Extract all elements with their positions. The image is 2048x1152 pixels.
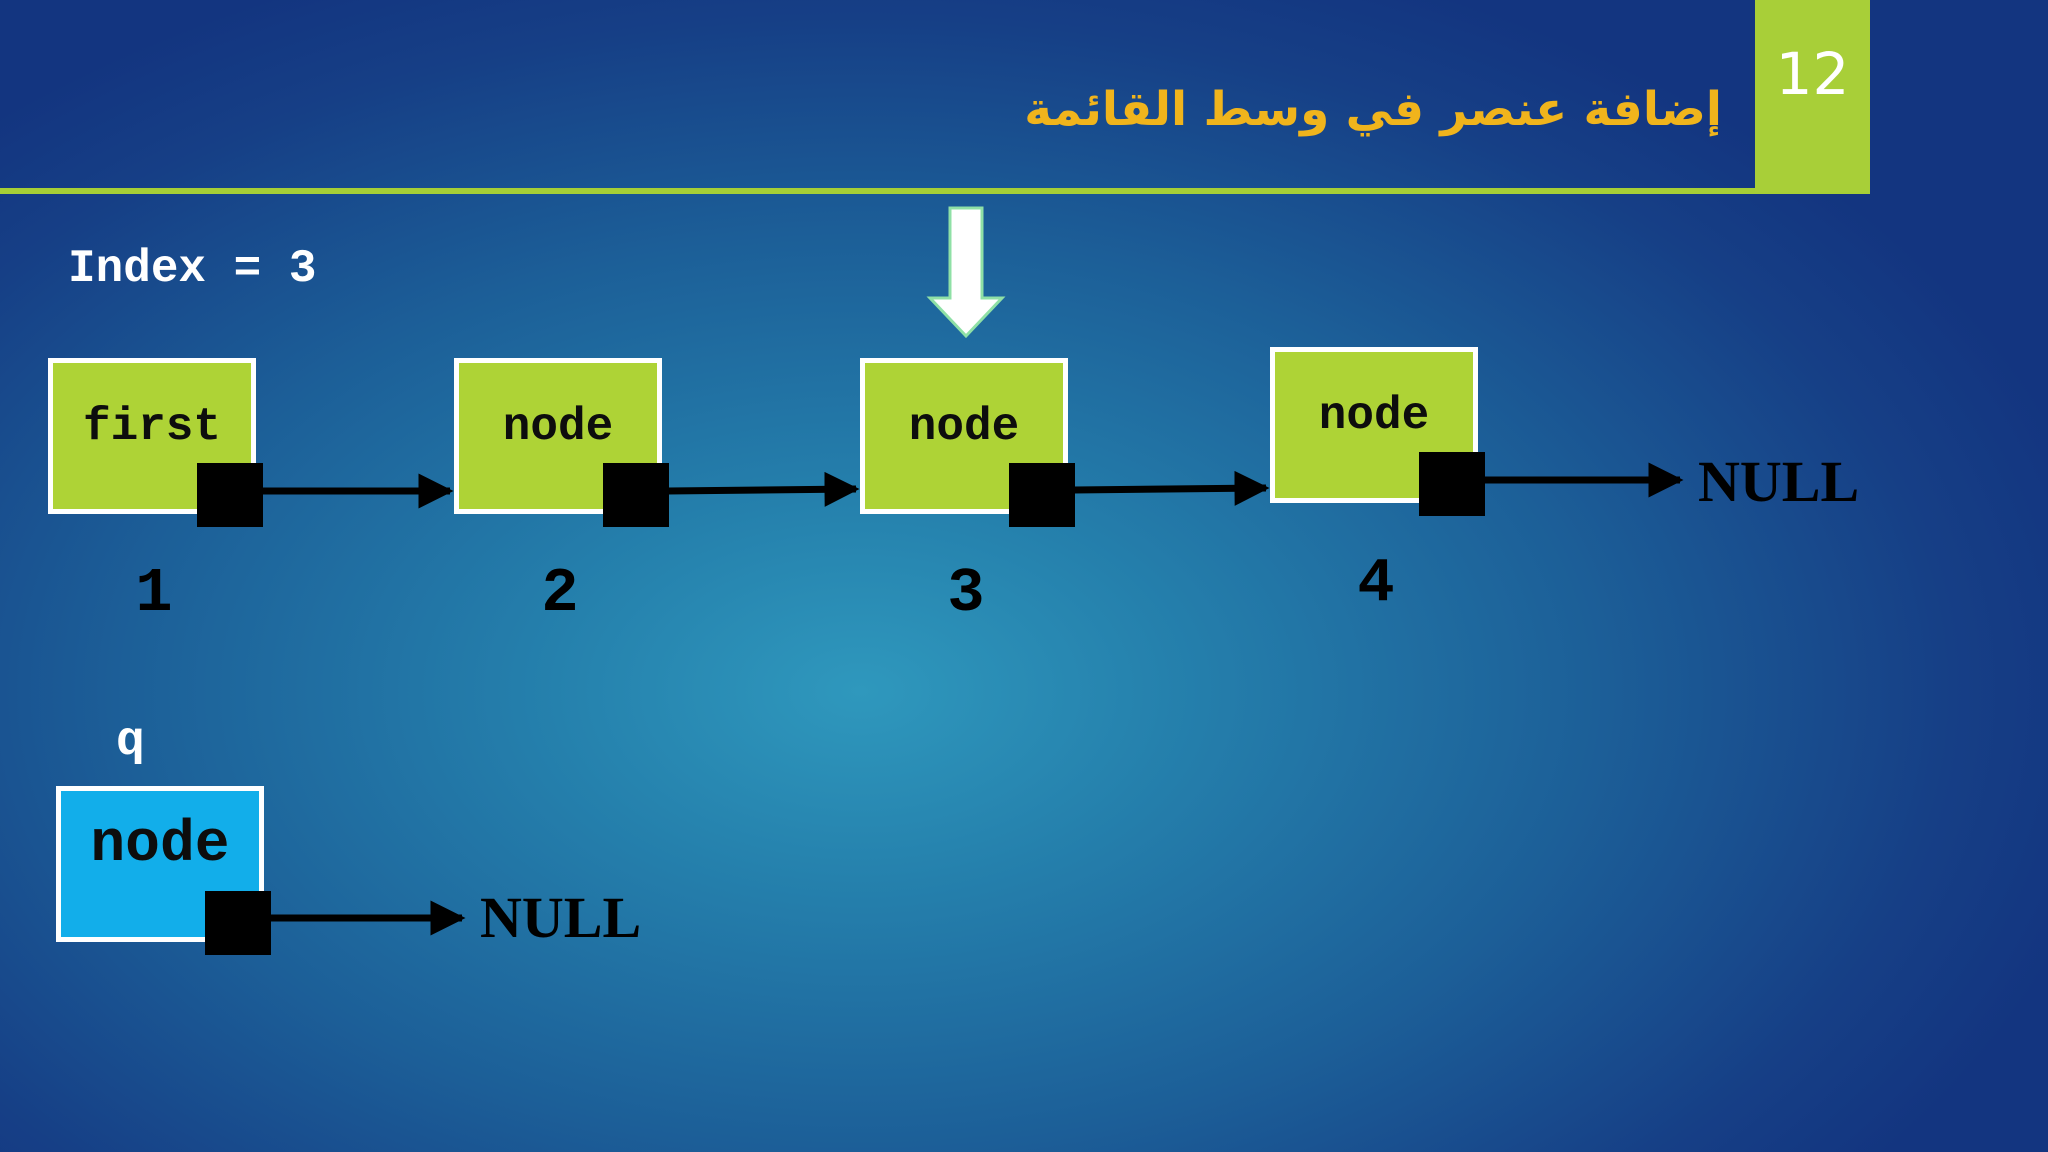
index-label: Index = 3 xyxy=(68,243,317,295)
link-arrow-3-4 xyxy=(1073,470,1270,506)
next-pointer-box xyxy=(205,891,271,955)
node-label: node xyxy=(502,401,614,453)
node-label: node xyxy=(1318,390,1430,442)
list-node-4: node xyxy=(1270,347,1485,516)
position-number-4: 4 xyxy=(1357,548,1395,619)
null-label-list-end: NULL xyxy=(1698,449,1860,514)
null-label-new-node: NULL xyxy=(480,885,642,950)
slide-number: 12 xyxy=(1775,40,1850,108)
header-divider xyxy=(0,188,1870,194)
next-pointer-box xyxy=(197,463,263,527)
list-node-3: node xyxy=(860,358,1075,527)
node-label: node xyxy=(90,813,230,878)
position-number-1: 1 xyxy=(135,558,173,629)
position-number-3: 3 xyxy=(947,558,985,629)
slide-number-tab xyxy=(1755,0,1870,192)
list-node-1: first xyxy=(48,358,263,527)
insertion-down-arrow-icon xyxy=(926,206,1006,339)
slide-title: إضافة عنصر في وسط القائمة xyxy=(1024,82,1722,137)
position-number-2: 2 xyxy=(541,558,579,629)
next-pointer-box xyxy=(1009,463,1075,527)
node-label: node xyxy=(908,401,1020,453)
node-label: first xyxy=(82,401,222,453)
new-node-q: node xyxy=(56,786,271,955)
new-node-variable-label: q xyxy=(116,715,145,769)
list-node-2: node xyxy=(454,358,669,527)
link-arrow-2-3 xyxy=(667,471,860,507)
next-pointer-box xyxy=(1419,452,1485,516)
next-pointer-box xyxy=(603,463,669,527)
